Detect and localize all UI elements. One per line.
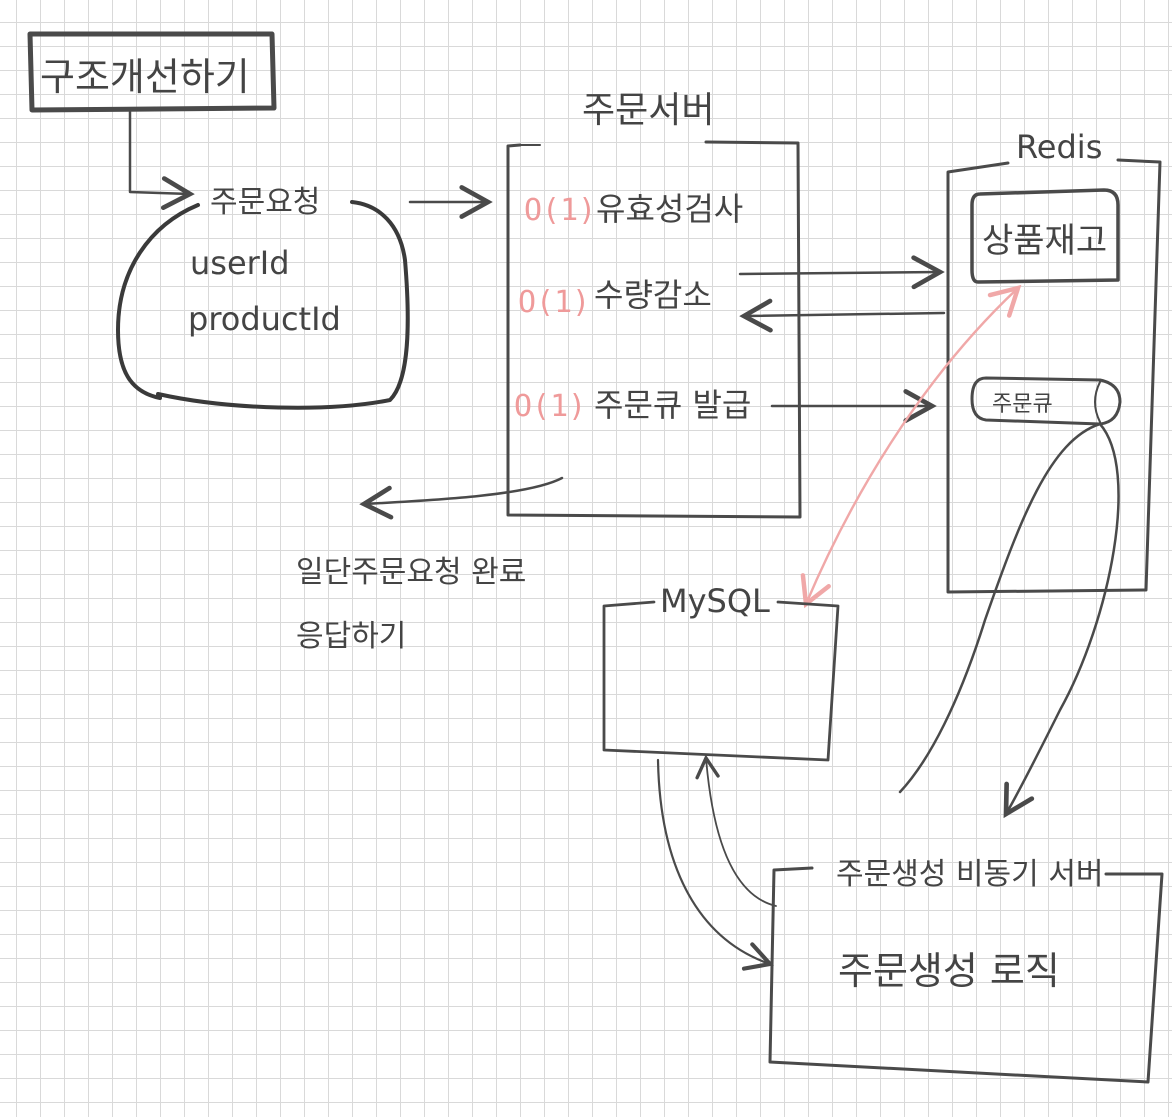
async-order-server: 주문생성 비동기 서버 주문생성 로직 [768,857,1164,1084]
mysql-to-async-arrow [656,758,774,971]
redis-label: Redis [1016,128,1102,166]
decrease-to-redis-arrow [738,255,945,290]
title-to-request-arrow [128,110,195,211]
request-field-userid: userId [190,244,290,282]
step3-complexity: O(1) [514,389,586,424]
async-to-mysql-arrow [695,754,777,907]
response-line2: 응답하기 [296,619,406,654]
step3-label: 주문큐 발급 [594,386,751,424]
async-server-label: 주문생성 비동기 서버 [836,857,1103,892]
request-label: 주문요청 [210,185,320,220]
order-server: 주문서버 O(1) 유효성검사 O(1) 수량감소 O(1) 주문큐 발급 [506,90,802,519]
step2-label: 수량감소 [594,276,712,314]
mysql-label: MySQL [660,582,770,620]
async-logic-label: 주문생성 로직 [838,949,1060,993]
step1-label: 유효성검사 [596,190,743,228]
step1-complexity: O(1) [524,193,596,228]
stock-label: 상품재고 [982,221,1107,261]
title-box: 구조개선하기 [27,31,277,113]
response-line1: 일단주문요청 완료 [296,555,526,590]
queue-label: 주문큐 [992,392,1053,417]
redis-to-decrease-arrow [739,298,946,333]
stock-box [970,188,1120,284]
redis-store: Redis 상품재고 주문큐 [946,128,1162,594]
title-text: 구조개선하기 [40,55,250,99]
mysql-stock-sync-arrow [800,284,1022,609]
mysql-store: MySQL [602,582,840,762]
order-server-label: 주문서버 [582,90,714,131]
step2-complexity: O(1) [518,285,590,320]
request-field-productid: productId [188,300,341,338]
queue-consume-arrow [1003,422,1120,819]
response-arrow [359,476,564,520]
order-request-blob: 주문요청 userId productId [116,185,410,410]
queue-loop-line [898,422,1102,794]
response-note: 일단주문요청 완료 응답하기 [296,555,526,654]
